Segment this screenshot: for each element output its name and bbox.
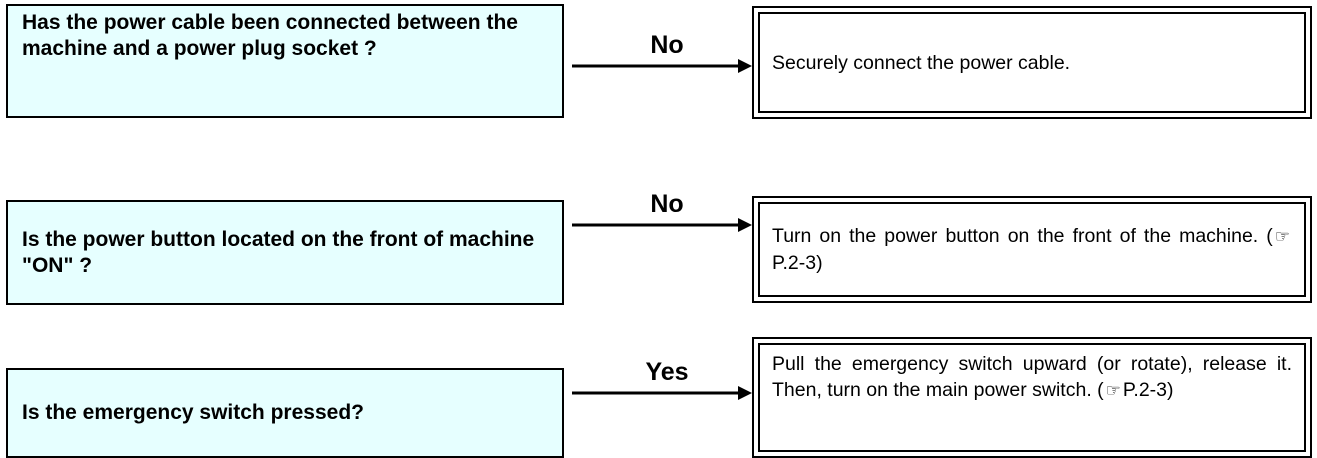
- action-box-turn-on-power: Turn on the power button on the front of…: [752, 196, 1312, 303]
- question-box-emergency-switch: Is the emergency switch pressed?: [6, 368, 564, 458]
- action-box-release-emergency: Pull the emergency switch upward (or rot…: [752, 337, 1312, 458]
- flow-arrow-no: No: [572, 31, 762, 73]
- action-box-connect-cable: Securely connect the power cable.: [752, 6, 1312, 119]
- flow-arrow-yes: Yes: [572, 358, 762, 400]
- action-text: Turn on the power button on the front of…: [772, 225, 1290, 274]
- question-text: Is the emergency switch pressed?: [22, 401, 364, 424]
- arrow-label: No: [650, 190, 684, 218]
- question-text: Has the power cable been connected betwe…: [22, 11, 518, 60]
- flow-arrow-no: No: [572, 190, 762, 232]
- action-text: Pull the emergency switch upward (or rot…: [772, 351, 1292, 404]
- action-inner-frame: Turn on the power button on the front of…: [758, 202, 1306, 297]
- arrow-right-icon: [572, 386, 752, 400]
- arrow-right-icon: [572, 218, 752, 232]
- action-text: Securely connect the power cable.: [772, 51, 1071, 74]
- arrow-label: Yes: [645, 358, 689, 386]
- question-box-power-button: Is the power button located on the front…: [6, 200, 564, 305]
- pointing-hand-icon: ☞: [1274, 227, 1290, 246]
- arrow-right-icon: [572, 59, 752, 73]
- arrow-label: No: [650, 31, 684, 59]
- pointing-hand-icon: ☞: [1105, 381, 1121, 400]
- question-box-power-cable: Has the power cable been connected betwe…: [6, 4, 564, 118]
- action-inner-frame: Securely connect the power cable.: [758, 12, 1306, 113]
- action-inner-frame: Pull the emergency switch upward (or rot…: [758, 343, 1306, 452]
- question-text: Is the power button located on the front…: [22, 227, 535, 277]
